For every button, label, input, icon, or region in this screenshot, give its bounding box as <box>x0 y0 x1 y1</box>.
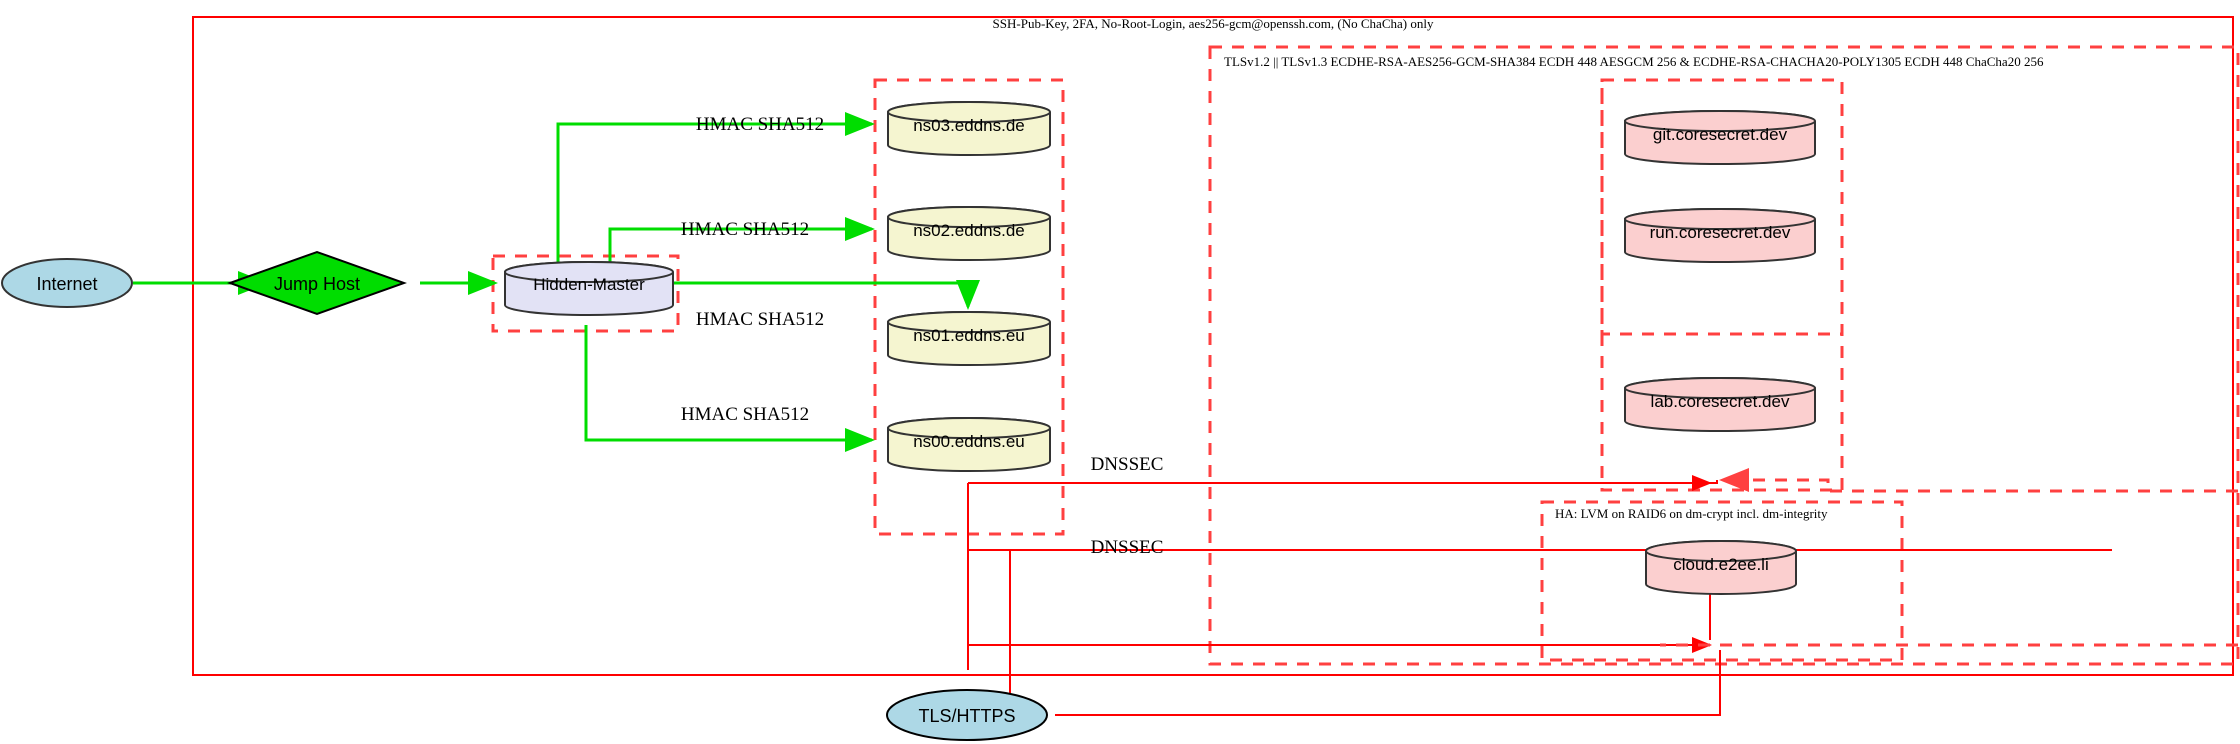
git-cylinder-top <box>1624 110 1816 132</box>
ha-zone-label: HA: LVM on RAID6 on dm-crypt incl. dm-in… <box>1555 506 1828 521</box>
node-cloud-e2ee[interactable]: cloud.e2ee.li <box>1645 540 1797 595</box>
ns01-cylinder-top <box>887 311 1051 333</box>
ns00-cylinder-top <box>887 417 1051 439</box>
run-label: run.coresecret.dev <box>1650 223 1791 242</box>
ns03-cylinder-top <box>887 101 1051 123</box>
edge-label-hmac-ns01: HMAC SHA512 <box>696 309 824 330</box>
jump-host-label: Jump Host <box>274 274 360 294</box>
ssh-zone-label: SSH-Pub-Key, 2FA, No-Root-Login, aes256-… <box>993 16 1434 31</box>
edge-hiddenmaster-to-ns00 <box>584 325 875 452</box>
ns03-label: ns03.eddns.de <box>913 116 1025 135</box>
tls-https-ellipse-shape <box>886 689 1048 741</box>
node-internet[interactable]: Internet <box>1 258 133 308</box>
edge-hiddenmaster-to-ns01 <box>672 280 980 310</box>
hidden-master-label: Hidden-Master <box>533 275 645 294</box>
edge-label-hmac-ns02: HMAC SHA512 <box>681 219 809 240</box>
edge-hiddenmaster-to-ns03 <box>556 112 875 265</box>
edge-dashed-to-coresecret-upper <box>1719 468 2238 493</box>
node-ns02[interactable]: ns02.eddns.de <box>887 206 1051 261</box>
ns02-cylinder-top <box>887 206 1051 228</box>
ns00-label: ns00.eddns.eu <box>913 432 1025 451</box>
node-ns03[interactable]: ns03.eddns.de <box>887 101 1051 156</box>
internet-label: Internet <box>36 274 97 294</box>
ns02-label: ns02.eddns.de <box>913 221 1025 240</box>
ha-zone-boundary <box>1540 500 1904 662</box>
run-cylinder-top <box>1624 208 1816 230</box>
git-label: git.coresecret.dev <box>1653 125 1788 144</box>
tls-https-label: TLS/HTTPS <box>918 706 1015 726</box>
node-run-coresecret[interactable]: run.coresecret.dev <box>1624 208 1816 263</box>
ssh-zone-boundary <box>192 16 2234 676</box>
tls-zone-label: TLSv1.2 || TLSv1.3 ECDHE-RSA-AES256-GCM-… <box>1224 54 2044 69</box>
edge-label-hmac-ns03: HMAC SHA512 <box>696 114 824 135</box>
internet-ellipse-shape <box>1 258 133 308</box>
cloud-label: cloud.e2ee.li <box>1673 555 1768 574</box>
edge-hiddenmaster-to-ns02 <box>608 217 875 265</box>
node-jump-host[interactable]: Jump Host <box>227 250 407 316</box>
cloud-cylinder-top <box>1645 540 1797 562</box>
node-hidden-master[interactable]: Hidden-Master <box>504 261 674 316</box>
node-ns01[interactable]: ns01.eddns.eu <box>887 311 1051 366</box>
edge-label-dnssec-lower: DNSSEC <box>1091 537 1164 558</box>
node-lab-coresecret[interactable]: lab.coresecret.dev <box>1624 377 1816 432</box>
edge-label-hmac-ns00: HMAC SHA512 <box>681 404 809 425</box>
jump-host-diamond-shape <box>227 250 407 316</box>
lab-label: lab.coresecret.dev <box>1651 392 1790 411</box>
ns01-label: ns01.eddns.eu <box>913 326 1025 345</box>
node-git-coresecret[interactable]: git.coresecret.dev <box>1624 110 1816 165</box>
lab-cylinder-top <box>1624 377 1816 399</box>
node-ns00[interactable]: ns00.eddns.eu <box>887 417 1051 472</box>
edge-label-dnssec-upper: DNSSEC <box>1091 454 1164 475</box>
hidden-master-cylinder-top <box>504 261 674 283</box>
node-tls-https[interactable]: TLS/HTTPS <box>886 689 1048 741</box>
edge-tls-right <box>1055 650 1721 716</box>
